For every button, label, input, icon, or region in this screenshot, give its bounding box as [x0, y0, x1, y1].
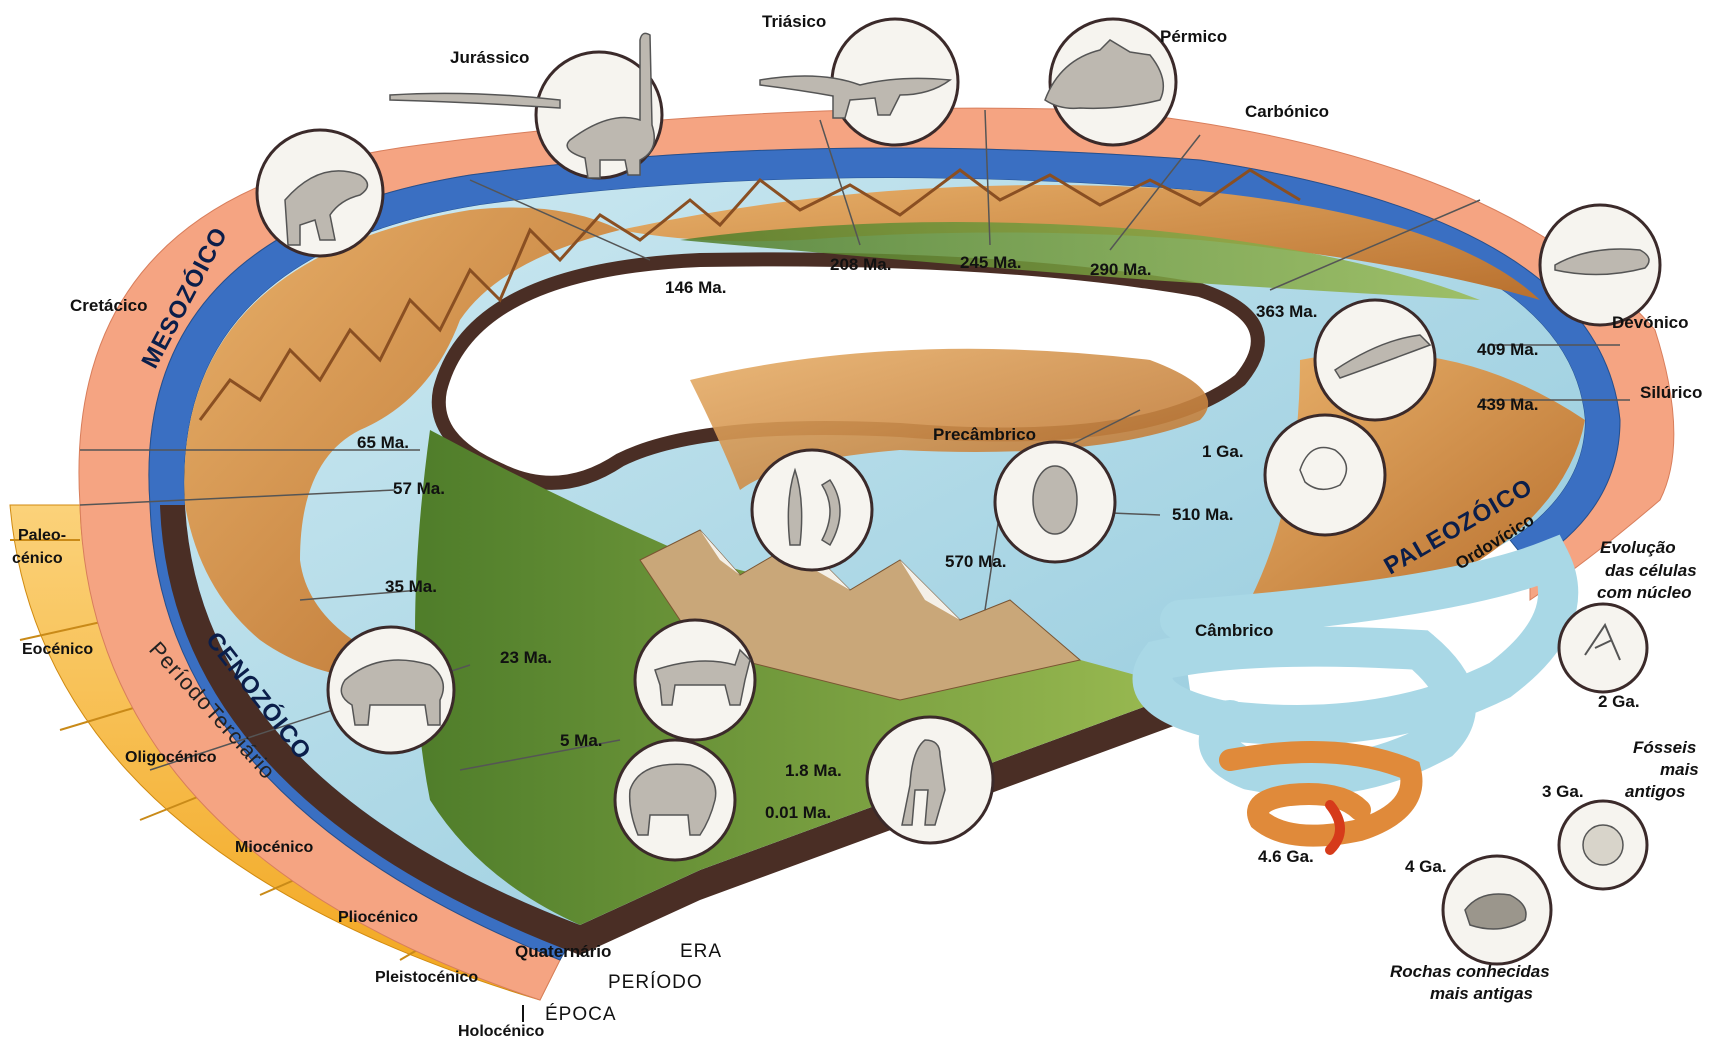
label-holocenico: Holocénico [458, 1023, 544, 1040]
age-290: 290 Ma. [1090, 260, 1151, 279]
age-2ga: 2 Ga. [1598, 692, 1640, 711]
note-evolucao-line3: com núcleo [1597, 583, 1691, 602]
age-57: 57 Ma. [393, 479, 445, 498]
eukaryote-circle [1559, 604, 1647, 692]
age-4-6ga: 4.6 Ga. [1258, 847, 1314, 866]
label-cambrico: Câmbrico [1195, 621, 1273, 640]
age-146: 146 Ma. [665, 278, 726, 297]
age-363: 363 Ma. [1256, 302, 1317, 321]
note-fosseis-line1: Fósseis [1633, 738, 1696, 757]
label-miocenico: Miocénico [235, 839, 313, 856]
note-evolucao-line2: das células [1605, 561, 1697, 580]
age-208: 208 Ma. [830, 255, 891, 274]
note-evolucao-line1: Evolução [1600, 538, 1676, 557]
precambrian-fauna-circle [752, 450, 872, 570]
legend-era: ERA [680, 941, 722, 962]
label-oligocenico: Oligocénico [125, 749, 217, 766]
legend-periodo: PERÍODO [608, 972, 703, 993]
label-permico: Pérmico [1160, 27, 1227, 46]
age-3ga: 3 Ga. [1542, 782, 1584, 801]
ammonite-ordovician-circle [1265, 415, 1385, 535]
label-devonico: Devónico [1612, 313, 1689, 332]
label-paleocenico-line1: Paleo- [18, 527, 66, 544]
label-silurico: Silúrico [1640, 383, 1702, 402]
legend-epoca: ÉPOCA [545, 1004, 617, 1025]
label-cretacico: Cretácico [70, 296, 147, 315]
note-fosseis-line2: mais [1660, 760, 1699, 779]
age-35: 35 Ma. [385, 577, 437, 596]
label-paleocenico-line2: cénico [12, 550, 63, 567]
label-carbonico: Carbónico [1245, 102, 1329, 121]
age-0-01: 0.01 Ma. [765, 803, 831, 822]
age-570: 570 Ma. [945, 552, 1006, 571]
note-rochas-line1: Rochas conhecidas [1390, 962, 1550, 981]
age-1ga: 1 Ga. [1202, 442, 1244, 461]
age-23: 23 Ma. [500, 648, 552, 667]
age-4ga: 4 Ga. [1405, 857, 1447, 876]
precambrian-spiral [1153, 560, 1559, 850]
label-jurassico: Jurássico [450, 48, 529, 67]
age-5: 5 Ma. [560, 731, 603, 750]
note-fosseis-line3: antigos [1625, 782, 1685, 801]
label-quaternario: Quaternário [515, 942, 611, 961]
age-439: 439 Ma. [1477, 395, 1538, 414]
label-pliocenico: Pliocénico [338, 909, 418, 926]
note-rochas-line2: mais antigas [1430, 984, 1533, 1003]
age-65: 65 Ma. [357, 433, 409, 452]
label-precambrico: Precâmbrico [933, 425, 1036, 444]
age-409: 409 Ma. [1477, 340, 1538, 359]
label-eocenico: Eocénico [22, 641, 93, 658]
age-1-8: 1.8 Ma. [785, 761, 842, 780]
age-245: 245 Ma. [960, 253, 1021, 272]
label-pleistocenico: Pleistocénico [375, 969, 478, 986]
age-510: 510 Ma. [1172, 505, 1233, 524]
label-triasico: Triásico [762, 12, 826, 31]
